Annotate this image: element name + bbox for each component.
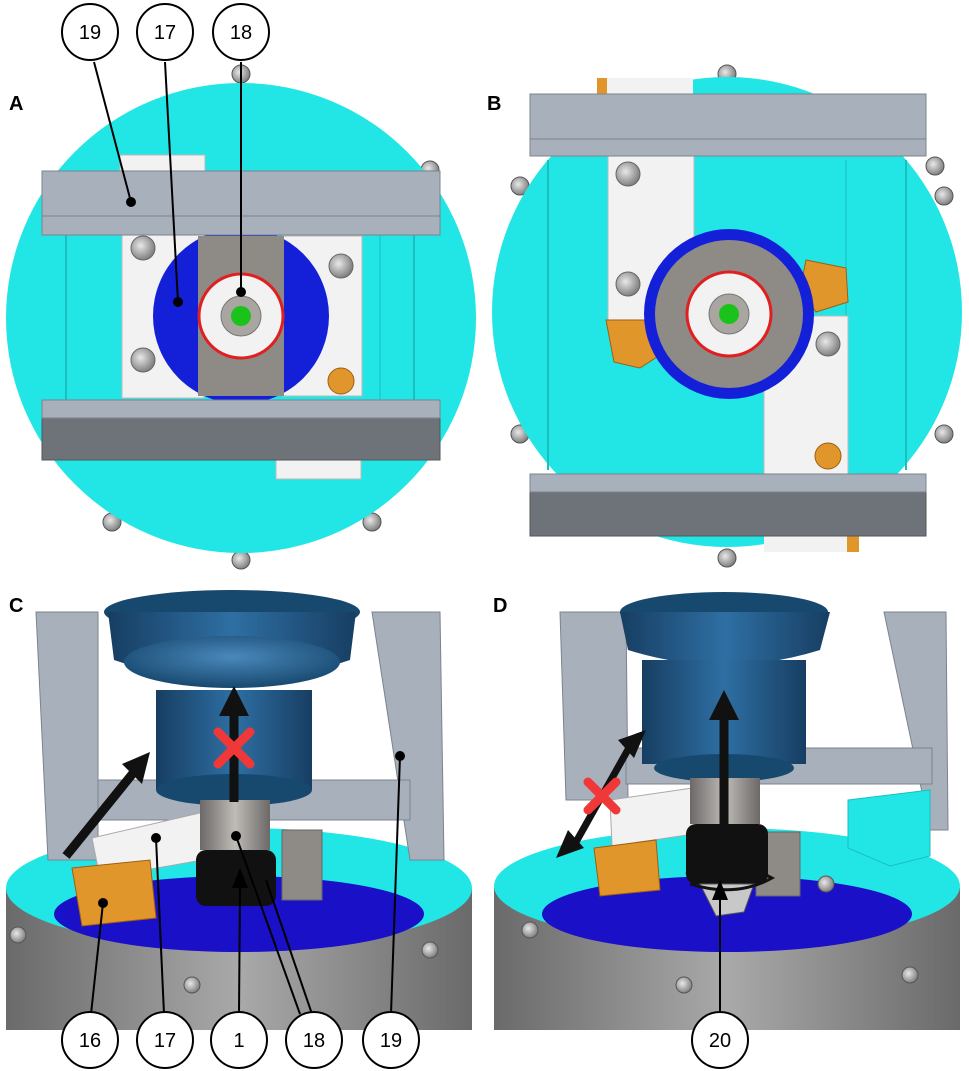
shaft-c [200, 800, 270, 850]
panel-c: C [6, 590, 472, 1030]
gear-a [153, 228, 329, 404]
panel-letter-a: A [9, 93, 23, 115]
callout-19-bottom: 19 [380, 1030, 402, 1052]
callouts [61, 3, 749, 1069]
panel-b: B [487, 64, 962, 568]
panel-a: A [6, 61, 476, 570]
callout-19-top: 19 [79, 22, 101, 44]
frame-column-right-c [371, 611, 445, 861]
panel-letter-c: C [9, 595, 23, 617]
orange-rack-d [593, 839, 661, 897]
callout-17-bottom: 17 [154, 1030, 176, 1052]
callout-18-top: 18 [230, 22, 252, 44]
orange-rack-c [71, 859, 157, 927]
callout-20-bottom: 20 [709, 1030, 731, 1052]
red-x-d [583, 777, 621, 815]
motor-c [104, 590, 360, 806]
arrow-up-c [219, 686, 249, 802]
rim-bolts-b [510, 64, 954, 568]
orange-bolt-a [327, 367, 355, 395]
callout-1-bottom: 1 [233, 1030, 244, 1052]
callout-18-bottom: 18 [303, 1030, 325, 1052]
panel-letter-b: B [487, 93, 501, 115]
panel-letter-d: D [493, 595, 507, 617]
panel-d: D [493, 592, 960, 1030]
red-x-c [213, 727, 255, 769]
callout-16-bottom: 16 [79, 1030, 101, 1052]
leaders-c [90, 755, 401, 1015]
green-axis-a [231, 306, 251, 326]
callout-17-top: 17 [154, 22, 176, 44]
arrow-diagonal-c [62, 752, 150, 859]
gear-b [644, 229, 814, 399]
arrow-up-d [709, 690, 739, 830]
leaders-a [93, 61, 242, 303]
slider-bolts-a [130, 235, 354, 373]
frame-bar-top-b [529, 93, 927, 157]
